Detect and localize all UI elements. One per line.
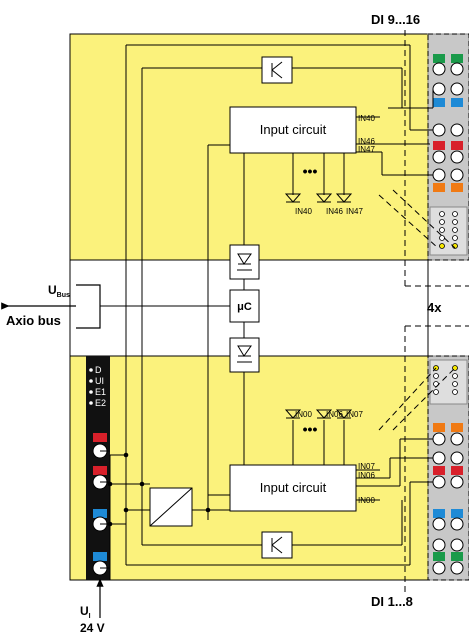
transistor-top xyxy=(261,56,293,84)
di-bottom-label: DI 1...8 xyxy=(371,594,413,609)
input-circuit-bottom-label: Input circuit xyxy=(260,480,327,495)
led-symbols-top xyxy=(284,193,353,203)
signal-in07-label: IN07 xyxy=(358,462,375,471)
u-i-label: UI xyxy=(80,604,91,620)
signal-in40-label: IN40 xyxy=(358,114,375,123)
led-in40-label: IN40 xyxy=(295,207,312,216)
terminal-block-top xyxy=(427,33,469,261)
voltage-label: 24 V xyxy=(80,621,105,635)
transistor-bottom xyxy=(261,531,293,559)
u-bus-label: UBus xyxy=(48,283,70,299)
terminal-block-bottom xyxy=(427,355,469,581)
led-in07-label: IN07 xyxy=(346,410,363,419)
led-in06-label: IN06 xyxy=(326,410,343,419)
signal-in00-label: IN00 xyxy=(358,496,375,505)
led-legend-e2: E2 xyxy=(95,398,106,408)
led-in00-label: IN00 xyxy=(295,410,312,419)
dc-dc-converter xyxy=(149,487,193,527)
led-legend-ui: UI xyxy=(95,376,104,386)
junction-dots xyxy=(107,452,211,527)
optocoupler-bottom xyxy=(229,337,260,373)
wiring-lines xyxy=(100,44,434,580)
axio-bus-label: Axio bus xyxy=(6,313,61,328)
led-legend-e1: E1 xyxy=(95,387,106,397)
input-circuit-top: Input circuit xyxy=(229,106,357,154)
mu-c-label: μC xyxy=(237,301,252,313)
bracket-lines xyxy=(378,30,469,592)
microcontroller: μC xyxy=(229,289,260,323)
axio-bus-connector xyxy=(1,284,101,329)
led-in46-label: IN46 xyxy=(326,207,343,216)
signal-in47-label: IN47 xyxy=(358,145,375,154)
input-circuit-bottom: Input circuit xyxy=(229,464,357,512)
input-circuit-top-label: Input circuit xyxy=(260,122,327,137)
led-symbols-bottom xyxy=(284,409,353,419)
signal-in46-label: IN46 xyxy=(358,137,375,146)
led-legend: D UI E1 E2 xyxy=(89,365,106,408)
dots-bottom: ••• xyxy=(303,421,318,437)
optocoupler-top xyxy=(229,244,260,280)
multiplier-label: 4x xyxy=(427,300,442,315)
dots-top: ••• xyxy=(303,163,318,179)
led-in47-label: IN47 xyxy=(346,207,363,216)
di-top-label: DI 9...16 xyxy=(371,12,420,27)
led-legend-d: D xyxy=(95,365,102,375)
signal-in06-label: IN06 xyxy=(358,471,375,480)
